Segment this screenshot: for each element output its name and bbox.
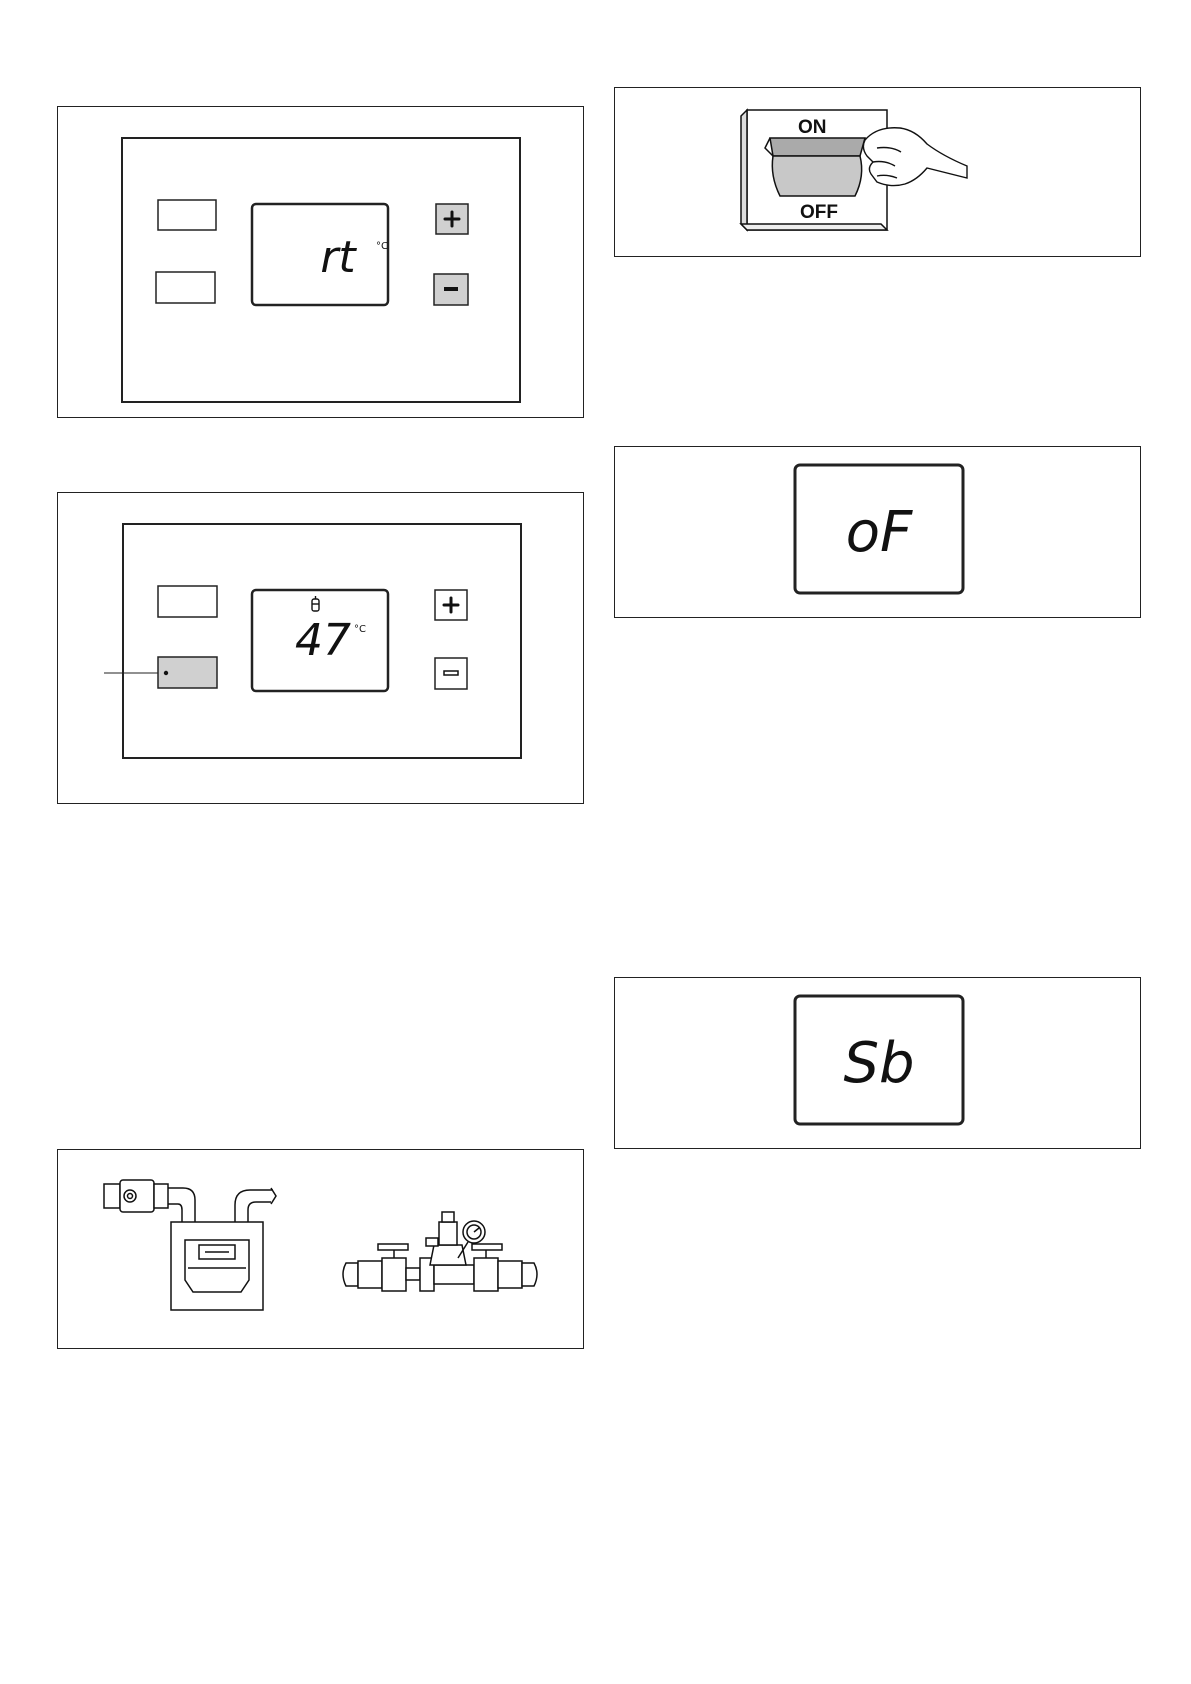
hand-icon	[863, 128, 967, 186]
gas-valve	[104, 1180, 168, 1212]
figure-on-off-switch: ON OFF	[614, 87, 1141, 257]
on-label: ON	[798, 117, 827, 138]
rocker-switch[interactable]	[765, 138, 865, 196]
lcd-readout: oF	[846, 500, 913, 565]
lcd-readout: Sb	[843, 1031, 914, 1096]
figure-control-panel-47: 47 °C	[57, 492, 584, 804]
off-label: OFF	[800, 202, 838, 223]
minus-button[interactable]	[435, 658, 467, 689]
unit-celsius: °C	[354, 624, 366, 635]
display-sb-drawing: Sb	[615, 978, 1142, 1150]
on-off-switch-drawing: ON OFF	[615, 88, 1142, 258]
control-panel-rt-drawing: rt °C	[58, 107, 585, 419]
callout-dot	[164, 671, 168, 675]
mode-button-bottom[interactable]	[156, 272, 215, 303]
gas-pipes	[168, 1188, 276, 1222]
figure-display-sb: Sb	[614, 977, 1141, 1149]
figure-display-of: oF	[614, 446, 1141, 618]
figure-control-panel-rt: rt °C	[57, 106, 584, 418]
gas-meter-valves-drawing	[58, 1150, 585, 1350]
mode-button-top[interactable]	[158, 586, 217, 617]
control-panel-47-drawing: 47 °C	[58, 493, 585, 805]
mode-button-top[interactable]	[158, 200, 216, 230]
lcd-readout: 47	[295, 615, 351, 666]
display-of-drawing: oF	[615, 447, 1142, 619]
water-valve-group	[343, 1212, 537, 1291]
gas-meter	[171, 1222, 263, 1310]
unit-celsius: °C	[376, 241, 388, 252]
lcd-readout: rt	[320, 232, 357, 283]
figure-gas-meter-and-valves	[57, 1149, 584, 1349]
